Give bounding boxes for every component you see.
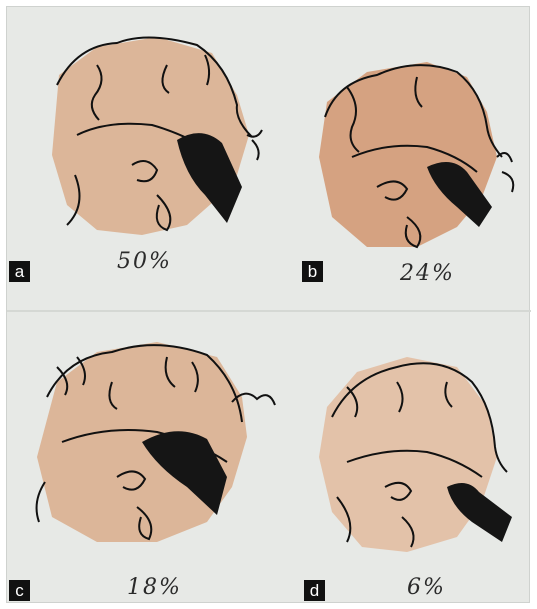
- panel-b-percent: 24%: [400, 261, 455, 286]
- panel-a-percent: 50%: [117, 249, 172, 274]
- panel-c-letter: c: [9, 580, 30, 601]
- panel-b-letter: b: [302, 261, 323, 282]
- sketch-b-head-section: [307, 47, 522, 257]
- sketch-a-head-section: [37, 25, 267, 240]
- panel-b: [307, 47, 522, 257]
- sketch-d-head-section: [307, 337, 522, 562]
- panel-divider: [7, 310, 531, 312]
- panel-a: [37, 25, 267, 240]
- panel-d: [307, 337, 522, 562]
- sketch-c-head-section: [17, 327, 282, 557]
- figure-frame: a 50% b 24% c 18% d 6%: [6, 6, 530, 603]
- panel-d-percent: 6%: [407, 575, 446, 600]
- panel-c-percent: 18%: [127, 575, 182, 600]
- panel-c: [17, 327, 282, 557]
- panel-a-letter: a: [9, 261, 30, 282]
- panel-d-letter: d: [304, 580, 325, 601]
